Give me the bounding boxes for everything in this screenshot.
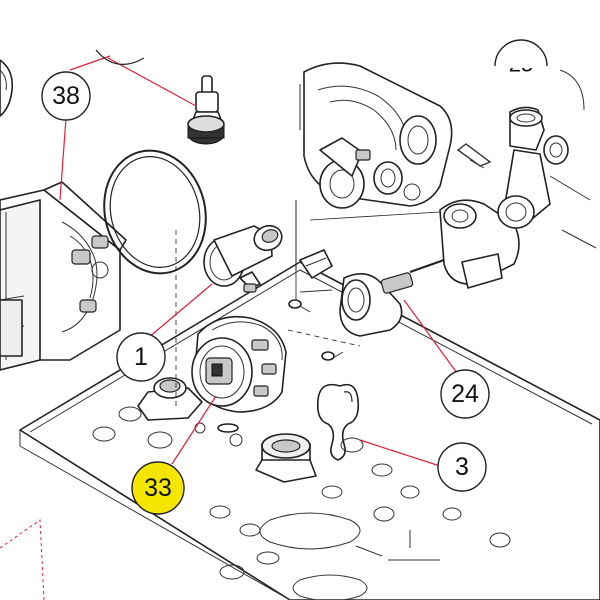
large-o-ring	[103, 149, 207, 275]
pump-motor	[191, 315, 287, 447]
screws	[288, 299, 344, 361]
callout-1: 1	[116, 332, 166, 382]
callout-1-label: 1	[134, 343, 148, 371]
assembly-guides	[175, 200, 441, 410]
relief-valve	[107, 57, 225, 145]
callout-38-label: 38	[52, 82, 80, 110]
callout-partial-label: 25	[509, 52, 533, 77]
callout-38: 38	[41, 71, 91, 121]
manifold-housing	[295, 62, 453, 270]
flow-sensor	[299, 249, 445, 337]
right-valve-fittings	[439, 69, 597, 289]
callout-24-label: 24	[451, 380, 479, 408]
callout-24: 24	[440, 369, 490, 419]
spring-clip	[316, 383, 360, 461]
chassis-frame	[0, 261, 600, 600]
callout-3: 3	[437, 442, 487, 492]
heat-exchanger-block	[0, 59, 127, 371]
callout-partial-top-right: 25	[494, 39, 548, 77]
retaining-clip	[456, 143, 492, 169]
plug-left	[137, 377, 203, 421]
plug-bottom	[255, 433, 317, 483]
leader-lines	[59, 55, 463, 467]
callout-33-highlighted: 33	[131, 461, 185, 515]
callout-33-label: 33	[144, 474, 172, 502]
callout-partial-top-left-arc	[95, 49, 145, 65]
callout-3-label: 3	[455, 453, 469, 481]
elbow-connector	[203, 224, 283, 293]
